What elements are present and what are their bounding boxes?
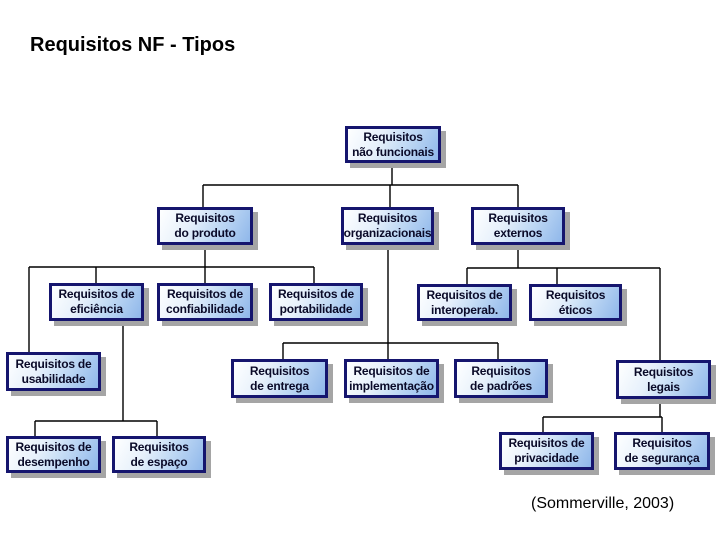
node-label: Requisitos de eficiência <box>58 287 135 316</box>
node-requisitos-do-produto: Requisitos do produto <box>157 207 253 245</box>
node-label: Requisitos de espaço <box>129 439 189 469</box>
edge-eficiencia-children <box>34 321 158 436</box>
node-requisitos-de-portabilidade: Requisitos de portabilidade <box>269 283 363 321</box>
page-title: Requisitos NF - Tipos <box>30 34 236 56</box>
node-label: Requisitos de privacidade <box>508 436 585 465</box>
node-requisitos-de-usabilidade: Requisitos de usabilidade <box>6 352 101 391</box>
edge-produto-children <box>28 245 315 352</box>
node-requisitos-de-interoperab: Requisitos de interoperab. <box>417 284 512 321</box>
node-requisitos-eticos: Requisitos éticos <box>529 284 622 321</box>
node-requisitos-de-eficiencia: Requisitos de eficiência <box>49 283 144 321</box>
node-requisitos-de-entrega: Requisitos de entrega <box>231 359 328 398</box>
node-label: Requisitos externos <box>488 211 548 240</box>
node-requisitos-externos: Requisitos externos <box>471 207 565 245</box>
node-label: Requisitos de entrega <box>249 363 310 393</box>
node-requisitos-organizacionais: Requisitos organizacionais <box>341 207 434 245</box>
node-requisitos-de-espaco: Requisitos de espaço <box>112 436 206 473</box>
node-label: Requisitos de portabilidade <box>277 287 355 316</box>
node-label: Requisitos do produto <box>174 211 236 240</box>
node-label: Requisitos de confiabilidade <box>166 287 244 316</box>
node-label: Requisitos de segurança <box>624 436 700 465</box>
node-requisitos-de-seguranca: Requisitos de segurança <box>614 432 710 470</box>
node-requisitos-nao-funcionais: Requisitos não funcionais <box>345 126 441 163</box>
node-requisitos-de-desempenho: Requisitos de desempenho <box>6 436 101 473</box>
node-requisitos-de-padroes: Requisitos de padrões <box>454 359 548 398</box>
edge-organizacionais-children <box>282 245 499 359</box>
node-label: Requisitos não funcionais <box>352 129 434 159</box>
node-requisitos-de-confiabilidade: Requisitos de confiabilidade <box>157 283 253 321</box>
edge-externos-children <box>466 245 661 360</box>
node-label: Requisitos legais <box>633 364 694 394</box>
node-requisitos-legais: Requisitos legais <box>616 360 711 399</box>
node-requisitos-de-privacidade: Requisitos de privacidade <box>499 432 594 470</box>
node-label: Requisitos de padrões <box>469 363 533 393</box>
node-label: Requisitos éticos <box>545 287 606 317</box>
edge-legais-children <box>542 399 663 432</box>
source-caption: (Sommerville, 2003) <box>531 495 675 512</box>
node-requisitos-de-implementacao: Requisitos de implementação <box>344 359 439 398</box>
node-label: Requisitos de interoperab. <box>426 287 503 317</box>
node-label: Requisitos de desempenho <box>15 439 92 469</box>
node-label: Requisitos de usabilidade <box>15 356 92 386</box>
node-label: Requisitos organizacionais <box>343 211 432 240</box>
edge-root-level2 <box>202 163 519 207</box>
node-label: Requisitos de implementação <box>349 363 434 393</box>
